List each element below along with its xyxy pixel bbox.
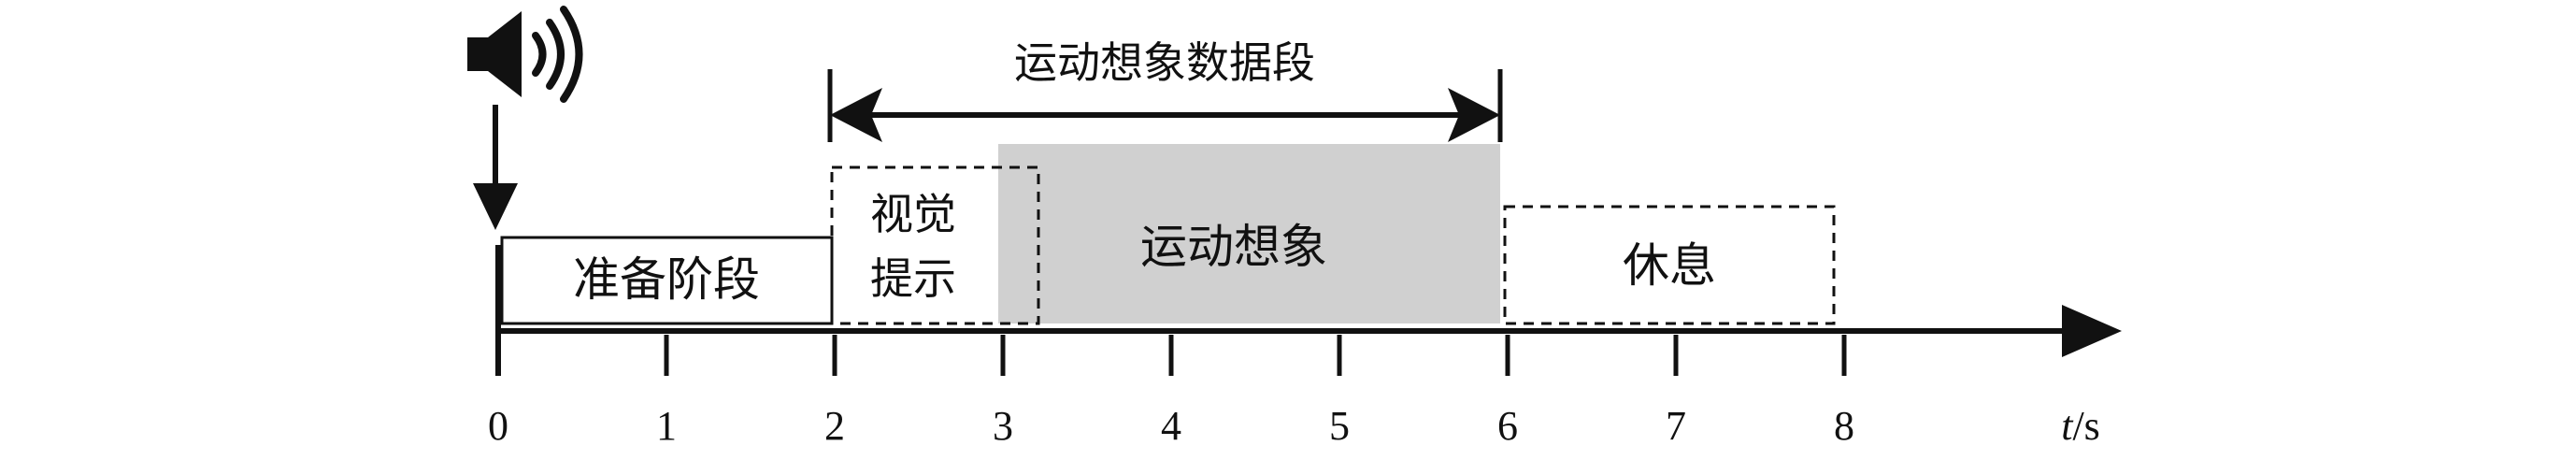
tick-label-8: 8	[1834, 403, 1854, 449]
visual-cue-label-line2: 提示	[870, 253, 956, 304]
tick-label-7: 7	[1666, 403, 1686, 449]
rest-block	[1503, 205, 1836, 325]
speaker-icon	[467, 6, 583, 103]
tick-label-1: 1	[656, 403, 677, 449]
preparation-label: 准备阶段	[573, 252, 760, 307]
tick-label-6: 6	[1497, 403, 1518, 449]
span-right-arrowhead	[1448, 88, 1500, 142]
tick-label-3: 3	[993, 403, 1013, 449]
data-segment-span: 运动想象数据段	[827, 37, 1503, 142]
span-left-arrowhead	[830, 88, 882, 142]
visual-cue-block	[830, 165, 1040, 325]
data-segment-label: 运动想象数据段	[1014, 37, 1315, 88]
visual-cue-label-line1: 视觉	[870, 189, 956, 239]
motor-imagery-label: 运动想象	[1140, 220, 1327, 274]
tick-label-0: 0	[488, 403, 508, 449]
motor-imagery-block	[998, 144, 1500, 323]
tick-label-5: 5	[1329, 403, 1350, 449]
tick-label-4: 4	[1161, 403, 1181, 449]
axis-unit-label: t/s	[2061, 403, 2100, 449]
axis-ticks: 0 1 2 3 4 5 6 7 8	[488, 335, 1854, 449]
rest-label: 休息	[1623, 238, 1716, 293]
tick-label-2: 2	[824, 403, 845, 449]
cue-onset-arrow	[473, 105, 518, 230]
time-axis-arrowhead	[2062, 305, 2122, 357]
